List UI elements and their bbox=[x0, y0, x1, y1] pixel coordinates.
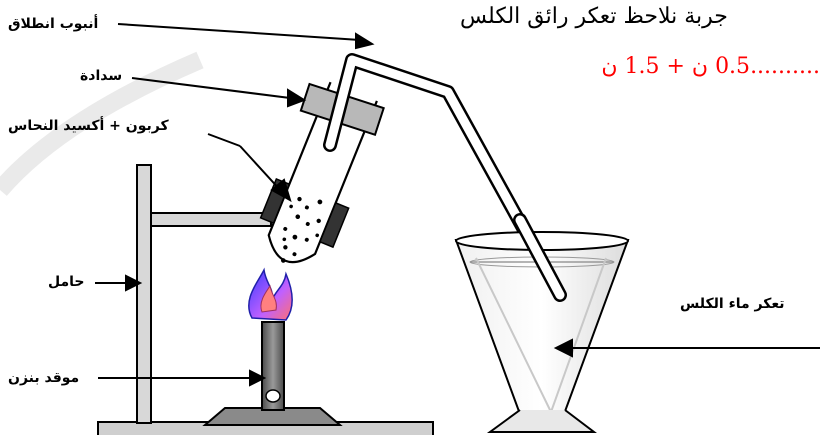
background-arc bbox=[0, 51, 204, 196]
label-delivery-tube: أنبوب انطلاق bbox=[8, 16, 99, 32]
burner-tube bbox=[261, 321, 285, 411]
observation-text: جربة نلاحظ تعكر رائق الكلس bbox=[460, 4, 728, 29]
powder-mixture bbox=[281, 196, 323, 263]
stand-arm bbox=[150, 212, 272, 227]
label-stopper: سدادة bbox=[80, 68, 123, 84]
clamp-right bbox=[318, 201, 350, 249]
beaker-foot bbox=[486, 409, 597, 433]
label-burner: موقد بنزن bbox=[8, 370, 80, 386]
burner-base bbox=[202, 407, 343, 426]
label-mixture: كربون + أكسيد النحاس bbox=[8, 118, 169, 134]
label-stand: حامل bbox=[48, 274, 85, 290]
stand-rod bbox=[136, 164, 152, 424]
flame bbox=[248, 267, 293, 321]
score-text: ..........0.5 ن + 1.5 ن bbox=[601, 54, 820, 79]
burner-air-hole bbox=[265, 389, 281, 403]
label-pointers bbox=[95, 23, 820, 387]
label-limewater: تعكر ماء الكلس bbox=[680, 296, 785, 312]
